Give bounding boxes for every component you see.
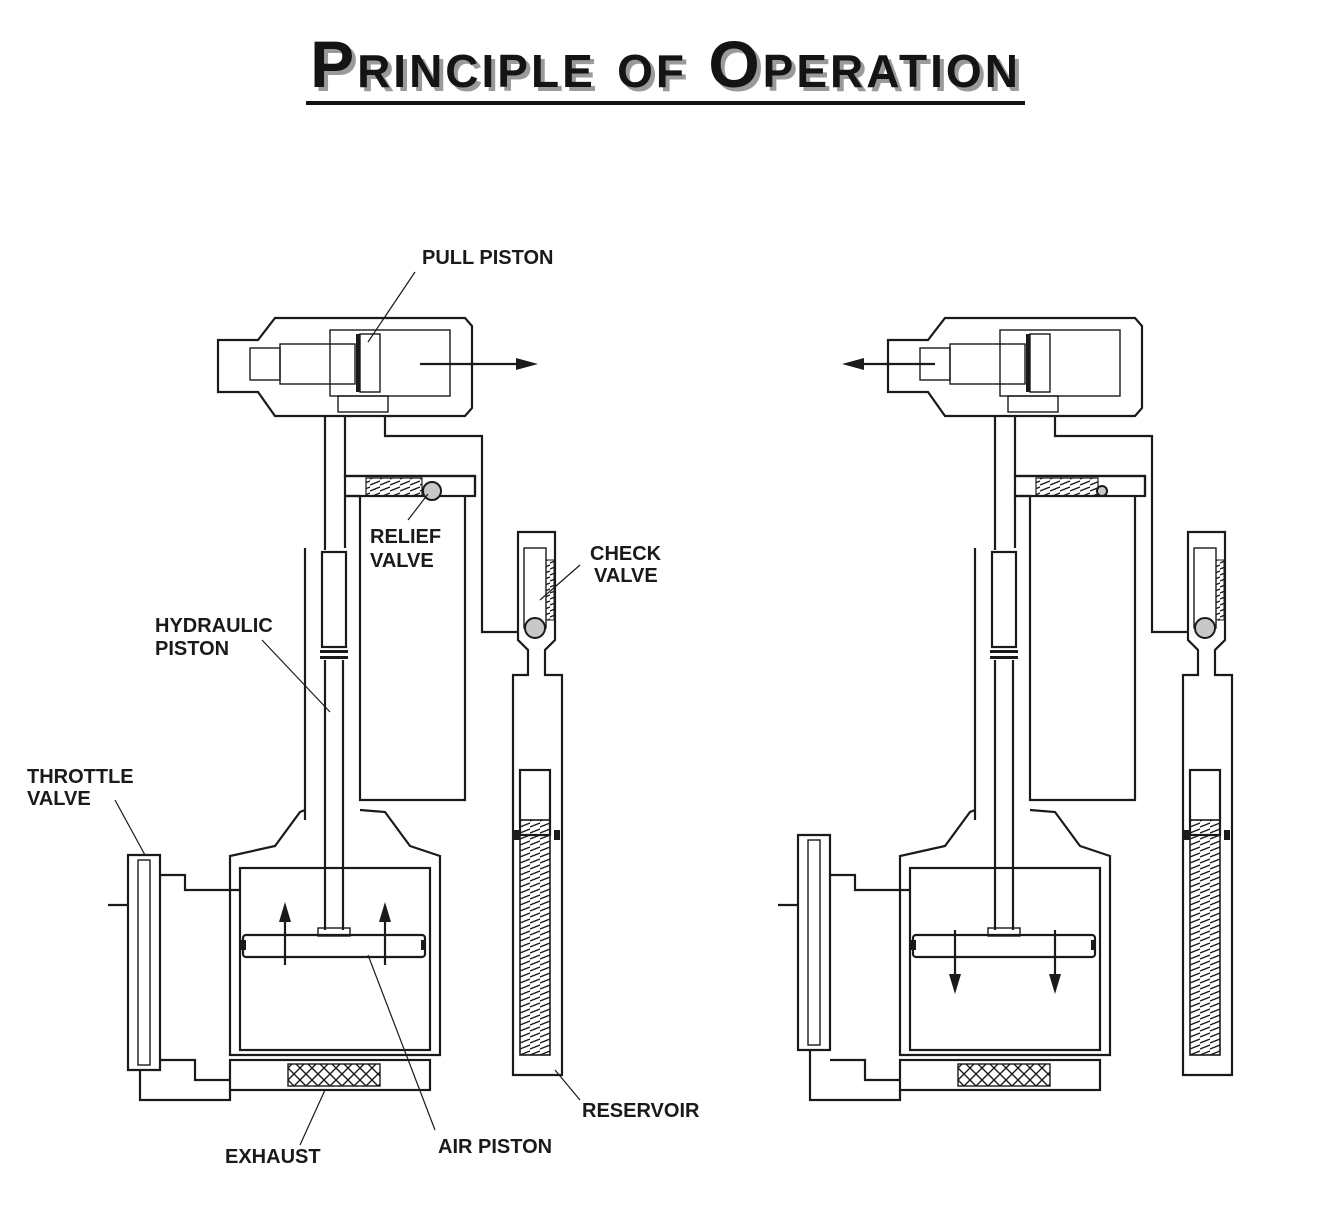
leader-lines bbox=[114, 271, 581, 1146]
left-tool bbox=[108, 271, 581, 1146]
throttle-valve bbox=[108, 853, 240, 1102]
air-cylinder-right bbox=[898, 808, 1112, 1057]
throttle-valve-right bbox=[778, 833, 910, 1102]
label-hydraulic-piston-2: PISTON bbox=[155, 638, 229, 660]
label-throttle-valve-1: THROTTLE bbox=[27, 766, 134, 788]
pull-piston-head bbox=[216, 316, 538, 418]
title-area: Principle of Operation bbox=[0, 29, 1331, 106]
page-title: Principle of Operation bbox=[306, 29, 1025, 106]
label-exhaust: EXHAUST bbox=[225, 1146, 321, 1168]
label-relief-valve-1: RELIEF bbox=[370, 526, 441, 548]
label-hydraulic-piston-1: HYDRAULIC bbox=[155, 615, 273, 637]
reservoir-right bbox=[1181, 530, 1234, 1077]
relief-valve-right bbox=[1013, 474, 1147, 498]
relief-valve bbox=[343, 474, 477, 501]
label-relief-valve-2: VALVE bbox=[370, 550, 434, 572]
reservoir bbox=[511, 530, 564, 1077]
pull-direction-arrow bbox=[516, 358, 538, 370]
return-direction-arrow bbox=[842, 358, 864, 370]
label-throttle-valve-2: VALVE bbox=[27, 788, 91, 810]
label-reservoir: RESERVOIR bbox=[582, 1100, 700, 1122]
label-air-piston: AIR PISTON bbox=[438, 1136, 552, 1158]
label-check-valve-1: CHECK bbox=[590, 543, 662, 565]
label-check-valve-2: VALVE bbox=[594, 565, 658, 587]
right-tool bbox=[778, 316, 1234, 1102]
label-pull-piston: PULL PISTON bbox=[422, 247, 554, 269]
exhaust-muffler bbox=[228, 1058, 432, 1092]
exhaust-muffler-right bbox=[898, 1058, 1102, 1092]
pull-piston-head-right bbox=[842, 316, 1144, 418]
air-cylinder bbox=[228, 808, 442, 1057]
